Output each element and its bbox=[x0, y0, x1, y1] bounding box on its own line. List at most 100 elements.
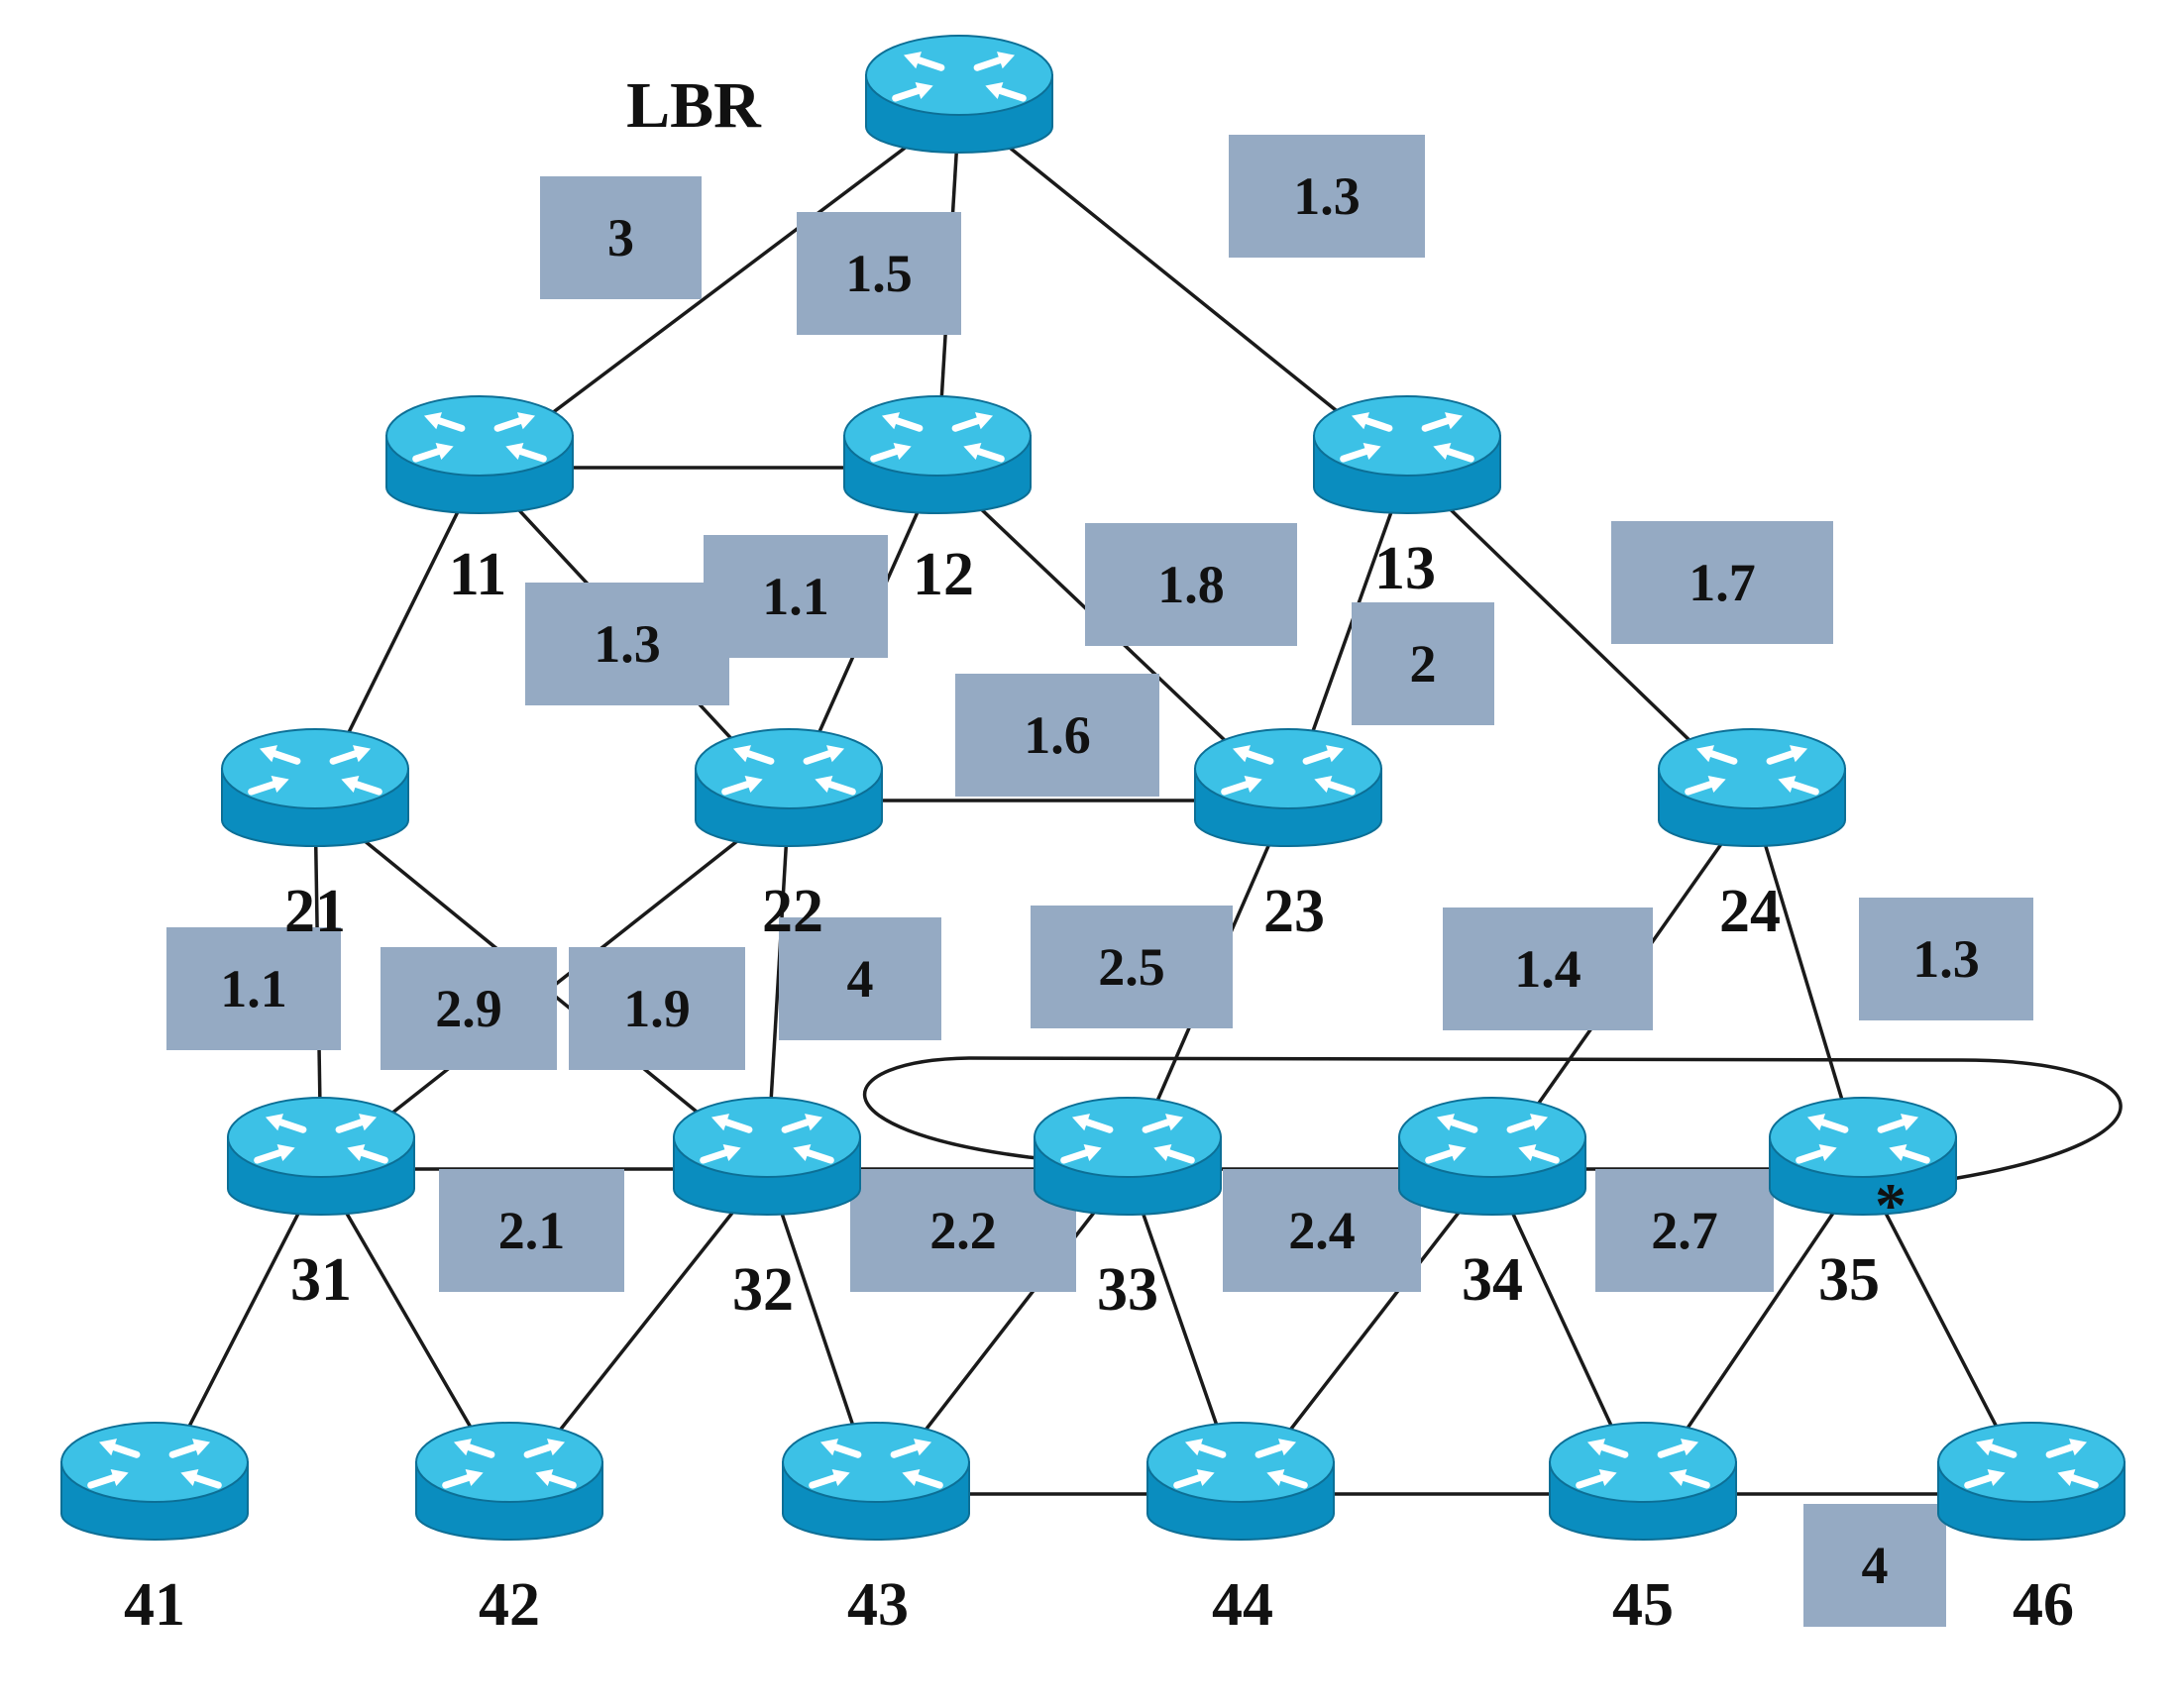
weight-box-23-33: 2.5 bbox=[1031, 906, 1233, 1028]
weight-box-bg bbox=[1229, 135, 1425, 258]
router-icon bbox=[695, 728, 883, 847]
node-label-12: 12 bbox=[913, 541, 974, 608]
node-label-35: 35 bbox=[1818, 1246, 1880, 1314]
router-arrows bbox=[892, 52, 1027, 102]
router-top bbox=[60, 1422, 249, 1503]
weight-label: 4 bbox=[847, 949, 874, 1009]
node-label-31: 31 bbox=[290, 1246, 352, 1314]
weight-box-bg bbox=[166, 927, 341, 1050]
router-top bbox=[695, 728, 883, 809]
weight-box-12-23: 1.8 bbox=[1085, 523, 1297, 646]
weight-label: 2.4 bbox=[1288, 1201, 1356, 1260]
router-icon bbox=[843, 395, 1032, 514]
weight-label: 1.6 bbox=[1024, 705, 1091, 765]
weight-label: 2.7 bbox=[1651, 1201, 1718, 1260]
router-arrows bbox=[1221, 745, 1356, 796]
router-arrows bbox=[87, 1439, 222, 1489]
title-label: LBR bbox=[626, 69, 762, 142]
weight-label: 2.5 bbox=[1098, 937, 1165, 997]
weight-label: 1.5 bbox=[845, 244, 913, 303]
link-lbr-13 bbox=[957, 105, 1409, 470]
router-icon bbox=[1937, 1422, 2126, 1541]
weight-box-bg bbox=[955, 674, 1159, 797]
weight-box-45-46: 4 bbox=[1803, 1504, 1946, 1627]
node-label-33: 33 bbox=[1097, 1256, 1158, 1324]
router-top bbox=[1937, 1422, 2126, 1503]
weight-box-bg bbox=[779, 917, 941, 1040]
router-icon bbox=[1549, 1422, 1737, 1541]
weight-label: 1.4 bbox=[1514, 939, 1581, 999]
weight-box-12-22: 1.1 bbox=[704, 535, 888, 658]
router-icon bbox=[1146, 1422, 1335, 1541]
router-top bbox=[1146, 1422, 1335, 1503]
node-label-45: 45 bbox=[1612, 1571, 1674, 1639]
node-label-21: 21 bbox=[284, 878, 346, 945]
router-arrows bbox=[1576, 1439, 1710, 1489]
router-top bbox=[1769, 1097, 1957, 1178]
router-arrows bbox=[1340, 412, 1474, 463]
marker-asterisk: * bbox=[1875, 1170, 1907, 1240]
node-label-34: 34 bbox=[1462, 1246, 1523, 1314]
weight-box-bg bbox=[1859, 898, 2033, 1020]
node-label-42: 42 bbox=[479, 1571, 540, 1639]
node-label-32: 32 bbox=[732, 1256, 794, 1324]
router-arrows bbox=[1685, 745, 1819, 796]
weight-label: 1.3 bbox=[1912, 929, 1980, 989]
router-arrows bbox=[809, 1439, 943, 1489]
weight-box-bg bbox=[1031, 906, 1233, 1028]
weight-label: 1.3 bbox=[594, 614, 661, 674]
router-icon bbox=[415, 1422, 603, 1541]
weight-label: 2.1 bbox=[498, 1201, 566, 1260]
node-label-24: 24 bbox=[1719, 878, 1781, 945]
weight-box-11-22: 1.3 bbox=[525, 583, 729, 705]
weight-box-24-35: 1.3 bbox=[1859, 898, 2033, 1020]
router-top bbox=[415, 1422, 603, 1503]
router-arrows bbox=[254, 1114, 388, 1164]
weight-box-bg bbox=[1611, 521, 1833, 644]
weight-box-34-35: 2.7 bbox=[1595, 1169, 1774, 1292]
router-top bbox=[385, 395, 574, 477]
weight-box-bg bbox=[569, 947, 745, 1070]
router-icon bbox=[673, 1097, 861, 1216]
router-arrows bbox=[870, 412, 1005, 463]
node-label-13: 13 bbox=[1374, 535, 1436, 602]
weight-label: 1.8 bbox=[1157, 555, 1225, 614]
link-lbr-11 bbox=[478, 105, 961, 470]
weight-box-bg bbox=[1223, 1169, 1421, 1292]
router-arrows bbox=[1060, 1114, 1195, 1164]
weight-box-bg bbox=[1595, 1169, 1774, 1292]
weight-box-bg bbox=[704, 535, 888, 658]
weight-label: 1.1 bbox=[762, 567, 829, 626]
weight-box-13-23: 2 bbox=[1352, 602, 1494, 725]
weight-box-33-34: 2.4 bbox=[1223, 1169, 1421, 1292]
weight-box-31-32: 2.1 bbox=[439, 1169, 624, 1292]
weight-box-lbr-12: 1.5 bbox=[797, 212, 961, 335]
weight-label: 2.2 bbox=[929, 1201, 997, 1260]
router-top bbox=[1549, 1422, 1737, 1503]
router-top bbox=[673, 1097, 861, 1178]
node-label-46: 46 bbox=[2013, 1571, 2074, 1639]
router-top bbox=[1194, 728, 1382, 809]
router-icon bbox=[1313, 395, 1501, 514]
node-label-23: 23 bbox=[1263, 878, 1325, 945]
router-icon bbox=[221, 728, 409, 847]
node-label-41: 41 bbox=[124, 1571, 185, 1639]
weight-box-bg bbox=[1085, 523, 1297, 646]
node-label-22: 22 bbox=[762, 878, 823, 945]
router-top bbox=[865, 35, 1053, 116]
weight-box-bg bbox=[797, 212, 961, 335]
router-icon bbox=[60, 1422, 249, 1541]
router-icon bbox=[1658, 728, 1846, 847]
router-top bbox=[1398, 1097, 1586, 1178]
weight-box-22-31: 2.9 bbox=[381, 947, 557, 1070]
router-icon bbox=[865, 35, 1053, 154]
weight-box-bg bbox=[525, 583, 729, 705]
router-arrows bbox=[1964, 1439, 2099, 1489]
weight-box-bg bbox=[1352, 602, 1494, 725]
router-top bbox=[843, 395, 1032, 477]
weight-box-21-31: 1.1 bbox=[166, 927, 341, 1050]
router-arrows bbox=[442, 1439, 577, 1489]
